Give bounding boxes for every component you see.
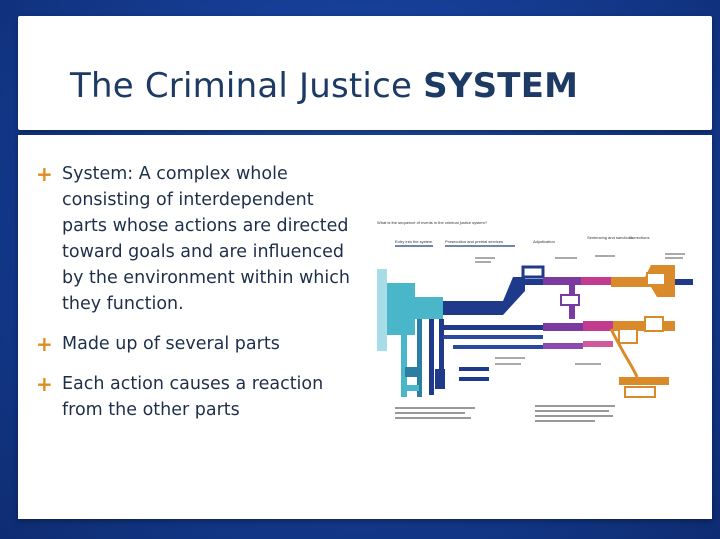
stage-label-corrections: Corrections bbox=[629, 235, 649, 240]
bullet-item: + Each action causes a reaction from the … bbox=[34, 371, 364, 423]
stage-label-sentencing: Sentencing and sanctions bbox=[587, 235, 633, 240]
flowchart-svg: What is the sequence of events in the cr… bbox=[377, 220, 693, 422]
bullet-item: + System: A complex whole consisting of i… bbox=[34, 161, 364, 317]
adjudication-flow bbox=[543, 277, 581, 285]
stage-label-entry: Entry into the system bbox=[395, 239, 433, 244]
sentencing-flow bbox=[581, 277, 611, 285]
title-bold: SYSTEM bbox=[423, 66, 579, 106]
entry-funnel bbox=[377, 269, 387, 351]
prosecution-flow bbox=[443, 301, 503, 315]
criminal-justice-flowchart: What is the sequence of events in the cr… bbox=[375, 217, 693, 437]
title-regular: The Criminal Justice bbox=[70, 66, 424, 106]
stage-label-adjudication: Adjudication bbox=[533, 239, 555, 244]
bullet-text: Made up of several parts bbox=[62, 334, 280, 354]
bullet-list: + System: A complex whole consisting of i… bbox=[34, 161, 364, 437]
flowchart-heading: What is the sequence of events in the cr… bbox=[377, 220, 488, 225]
slide-title: The Criminal Justice SYSTEM bbox=[70, 66, 578, 106]
bullet-marker-icon: + bbox=[36, 372, 53, 396]
bullet-text: System: A complex whole consisting of in… bbox=[62, 164, 350, 314]
bullet-text: Each action causes a reaction from the o… bbox=[62, 374, 324, 420]
stage-label-prosecution: Prosecution and pretrial services bbox=[445, 239, 503, 244]
bullet-item: + Made up of several parts bbox=[34, 331, 364, 357]
bullet-marker-icon: + bbox=[36, 332, 53, 356]
title-panel: The Criminal Justice SYSTEM bbox=[18, 16, 712, 130]
bullet-marker-icon: + bbox=[36, 162, 53, 186]
content-panel: + System: A complex whole consisting of i… bbox=[18, 135, 712, 519]
